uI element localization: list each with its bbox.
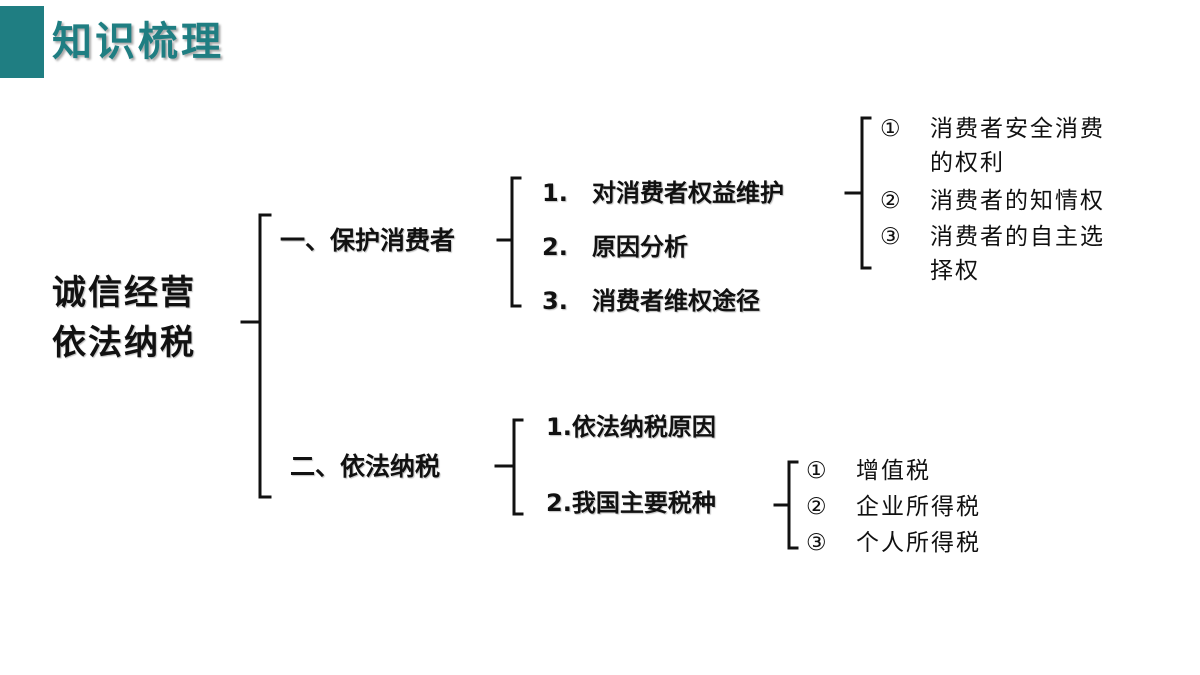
item-consumer-rights-protection: 1.对消费者权益维护: [542, 179, 784, 207]
page-title: 知识梳理: [52, 19, 224, 65]
root-line-2: 依法纳税: [52, 323, 196, 363]
item-rights-channels: 3.消费者维权途径: [542, 287, 760, 315]
header-accent-bar: [0, 6, 44, 78]
branch-tax-by-law: 二、依法纳税: [290, 452, 441, 481]
item-main-tax-types: 2.我国主要税种: [546, 489, 716, 517]
root-line-1: 诚信经营: [52, 273, 196, 313]
branch-consumer-protection: 一、保护消费者: [280, 226, 456, 255]
item-reason-analysis: 2.原因分析: [542, 233, 688, 261]
item-tax-reason: 1.依法纳税原因: [546, 413, 716, 441]
mindmap-root: 诚信经营 依法纳税: [52, 268, 196, 368]
